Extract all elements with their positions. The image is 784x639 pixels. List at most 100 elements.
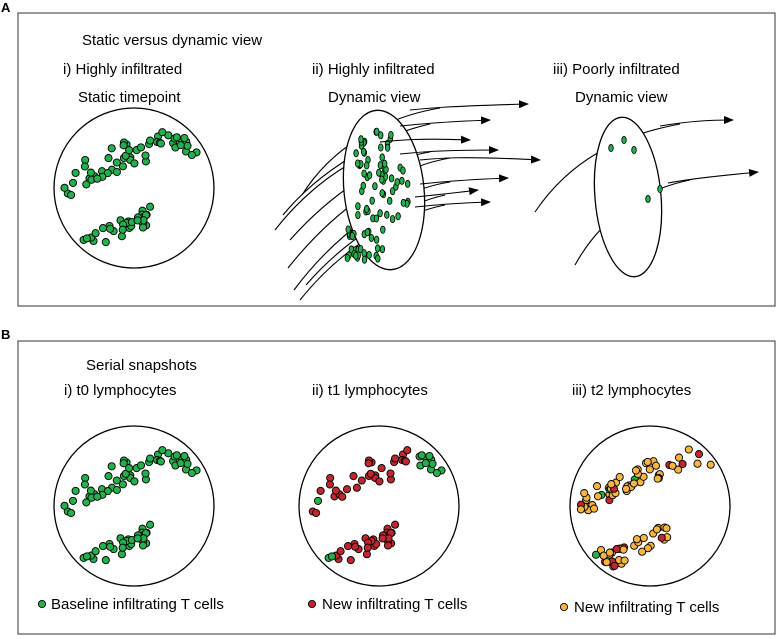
green-cell xyxy=(380,225,386,234)
green-cell xyxy=(107,144,116,153)
green-cell xyxy=(86,486,95,495)
green-cell xyxy=(138,541,148,550)
green-cell xyxy=(364,228,371,237)
orange-cell xyxy=(645,465,654,474)
green-cell xyxy=(158,128,167,137)
trajectory-arrow xyxy=(659,116,734,127)
orange-cell xyxy=(643,457,652,466)
red-cell xyxy=(346,556,355,565)
green-cell xyxy=(372,182,378,191)
red-cell xyxy=(383,541,393,550)
red-cell xyxy=(386,469,395,478)
panel-a-col2-title: ii) Highly infiltrated xyxy=(312,61,435,78)
red-cell xyxy=(366,469,375,478)
green-cell xyxy=(176,141,185,150)
trajectory-arrow xyxy=(419,155,541,164)
green-cell xyxy=(60,501,69,510)
green-cell xyxy=(425,451,434,461)
green-cell xyxy=(104,472,113,481)
red-cell xyxy=(610,561,619,570)
green-cell xyxy=(421,459,430,468)
orange-cell xyxy=(615,472,624,482)
green-cell xyxy=(112,476,121,485)
green-cell xyxy=(353,251,359,260)
orange-cell xyxy=(592,482,602,491)
green-cell xyxy=(384,143,391,152)
red-cell xyxy=(336,547,345,556)
trajectory-arrow xyxy=(379,135,471,144)
panel-b-letter: B xyxy=(1,327,10,342)
orange-cell xyxy=(651,461,661,470)
green-cell xyxy=(361,255,368,264)
green-cell xyxy=(146,520,155,529)
orange-cell xyxy=(662,524,671,533)
green-cell xyxy=(112,485,121,495)
b-t0-tumor-outline xyxy=(53,425,215,587)
green-cell xyxy=(130,477,139,486)
trajectory-arrow xyxy=(414,198,491,208)
green-cell xyxy=(91,547,100,556)
a-dynamic-low-cells xyxy=(608,135,663,203)
green-cell xyxy=(187,468,196,478)
green-cell xyxy=(106,542,115,551)
green-cell xyxy=(172,133,181,142)
panel-b-heading: Serial snapshots xyxy=(86,357,197,374)
panel-a-col3-subtitle: Dynamic view xyxy=(575,89,668,106)
green-cell xyxy=(405,179,411,188)
panel-a-col2-subtitle: Dynamic view xyxy=(328,89,421,106)
red-cell xyxy=(338,492,347,501)
panel-a-col3-title: iii) Poorly infiltrated xyxy=(553,61,680,78)
green-cell xyxy=(621,135,627,144)
green-cell xyxy=(82,180,91,189)
trajectory-arrow xyxy=(409,100,529,111)
b-t1-tumor xyxy=(298,425,460,587)
red-cell xyxy=(612,545,621,554)
green-cell xyxy=(86,168,95,177)
green-cell xyxy=(364,161,370,170)
orange-cell xyxy=(629,479,638,488)
red-cell xyxy=(401,457,410,466)
green-cell xyxy=(355,211,361,220)
orange-cell xyxy=(653,474,662,483)
orange-cell xyxy=(706,460,715,469)
green-cell xyxy=(133,534,142,543)
a-dynamic-high-cells xyxy=(344,127,411,264)
red-cell xyxy=(362,550,371,559)
green-cell xyxy=(80,480,89,489)
green-cell xyxy=(399,176,405,185)
green-cell xyxy=(608,143,614,152)
green-cell xyxy=(313,496,323,505)
green-cell xyxy=(376,168,382,177)
green-cell xyxy=(417,451,426,460)
green-cell xyxy=(369,196,375,205)
orange-cell xyxy=(674,453,684,462)
green-cell xyxy=(146,202,155,211)
green-cell xyxy=(176,459,185,468)
green-cell xyxy=(60,183,69,192)
green-cell xyxy=(112,158,121,167)
green-cell xyxy=(67,508,76,518)
green-cell xyxy=(71,486,80,495)
green-cell xyxy=(355,159,361,168)
panel-a-col1-title: i) Highly infiltrated xyxy=(63,61,182,78)
green-cell xyxy=(107,462,116,471)
a-static-cells xyxy=(60,128,201,247)
green-cell xyxy=(368,233,375,242)
red-cell xyxy=(657,533,666,542)
green-cell xyxy=(118,225,127,234)
green-cell xyxy=(373,235,380,244)
green-cell xyxy=(125,464,134,473)
legend-new-t2: New infiltrating T cells xyxy=(559,599,719,616)
orange-cell xyxy=(590,504,599,513)
green-cell xyxy=(382,159,388,168)
green-cell xyxy=(657,184,663,193)
green-cell xyxy=(136,143,146,152)
green-cell xyxy=(101,238,110,247)
trajectory-arrow xyxy=(419,174,509,185)
green-cell xyxy=(146,454,155,463)
green-cell xyxy=(366,250,372,259)
b-t1-cells xyxy=(308,446,446,565)
green-cell xyxy=(136,461,146,470)
red-cell xyxy=(357,476,366,485)
panel-a-frame xyxy=(17,12,776,307)
